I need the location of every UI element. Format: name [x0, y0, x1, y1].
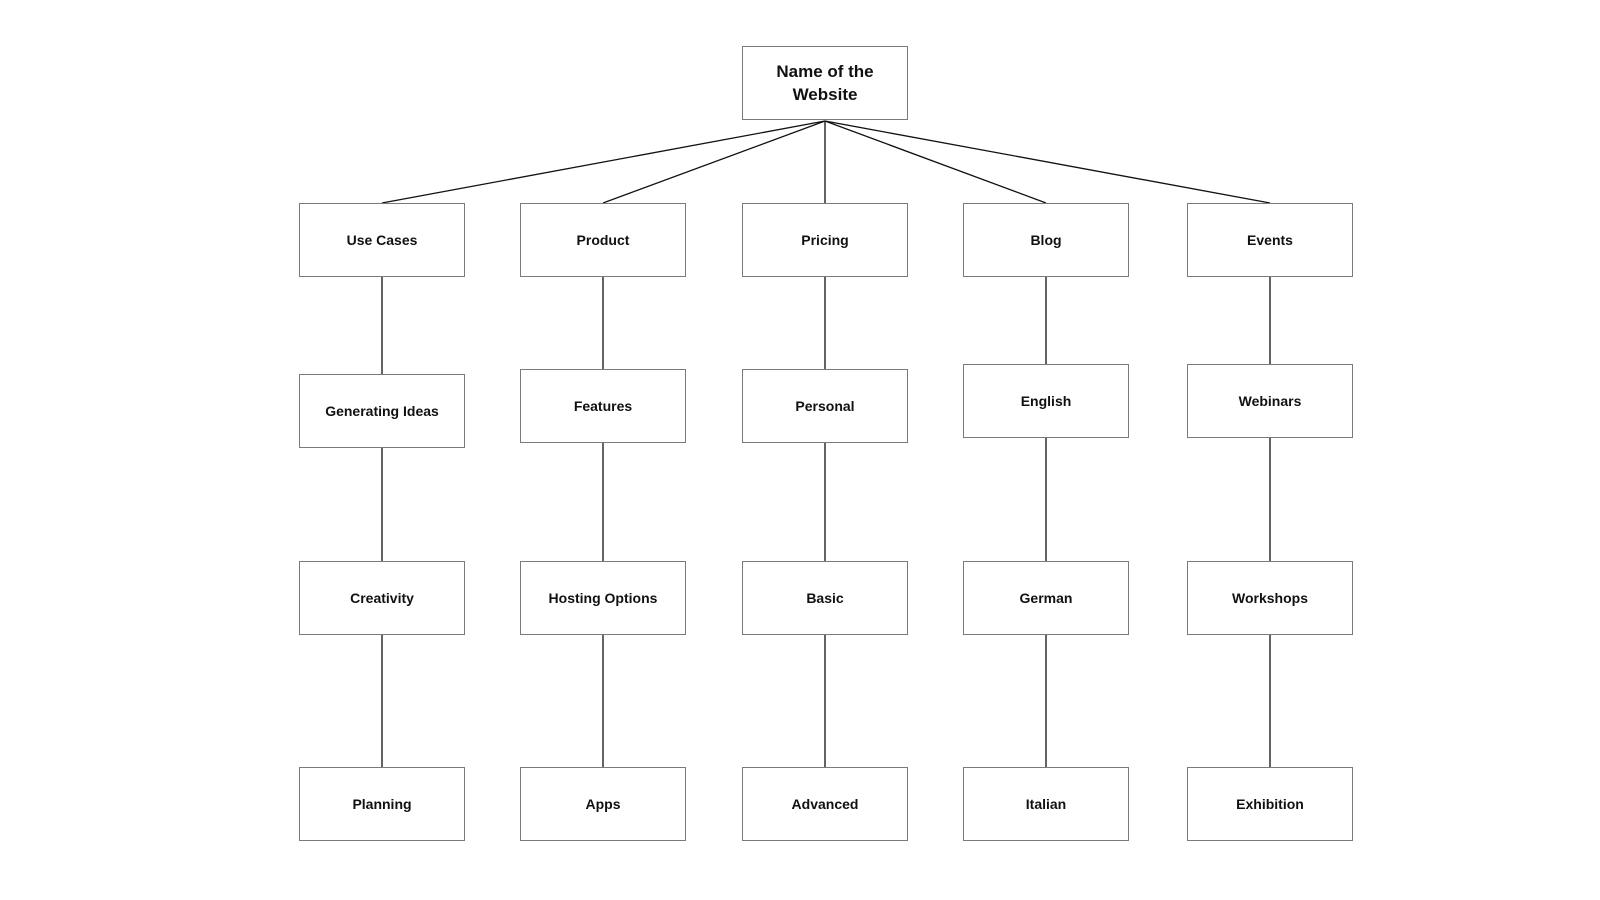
node-label: Italian	[1025, 796, 1067, 812]
edge-root-product	[602, 120, 826, 204]
node-use-cases: Use Cases	[299, 203, 465, 277]
node-hosting-options: Hosting Options	[520, 561, 686, 635]
node-personal: Personal	[742, 369, 908, 443]
node-label: German	[1019, 590, 1073, 606]
node-webinars: Webinars	[1187, 364, 1353, 438]
node-label: Pricing	[801, 232, 849, 248]
edge-root-use-cases	[381, 120, 826, 204]
node-italian: Italian	[963, 767, 1129, 841]
node-label: Product	[576, 232, 630, 248]
node-planning: Planning	[299, 767, 465, 841]
node-label: Use Cases	[346, 232, 418, 248]
node-label: Advanced	[791, 796, 859, 812]
node-label: Apps	[585, 796, 621, 812]
node-label: Features	[573, 398, 633, 414]
node-creativity: Creativity	[299, 561, 465, 635]
node-label: Webinars	[1238, 393, 1302, 409]
node-generating-ideas: Generating Ideas	[299, 374, 465, 448]
node-german: German	[963, 561, 1129, 635]
edge-root-blog	[824, 120, 1047, 204]
node-label: Hosting Options	[548, 590, 658, 606]
node-label: Blog	[1030, 232, 1062, 248]
node-label: Exhibition	[1236, 796, 1304, 812]
node-events: Events	[1187, 203, 1353, 277]
node-exhibition: Exhibition	[1187, 767, 1353, 841]
node-apps: Apps	[520, 767, 686, 841]
node-english: English	[963, 364, 1129, 438]
node-basic: Basic	[742, 561, 908, 635]
node-label: Workshops	[1232, 590, 1308, 606]
node-workshops: Workshops	[1187, 561, 1353, 635]
node-label: Generating Ideas	[325, 403, 439, 419]
node-label: Planning	[352, 796, 412, 812]
node-label: Personal	[795, 398, 855, 414]
node-product: Product	[520, 203, 686, 277]
node-pricing: Pricing	[742, 203, 908, 277]
node-label: Events	[1247, 232, 1293, 248]
root-node: Name of the Website	[742, 46, 908, 120]
node-advanced: Advanced	[742, 767, 908, 841]
node-blog: Blog	[963, 203, 1129, 277]
node-features: Features	[520, 369, 686, 443]
node-label: English	[1020, 393, 1072, 409]
node-label: Creativity	[350, 590, 414, 606]
root-label: Name of the Website	[776, 62, 874, 104]
node-label: Basic	[806, 590, 844, 606]
edge-root-events	[824, 120, 1271, 204]
